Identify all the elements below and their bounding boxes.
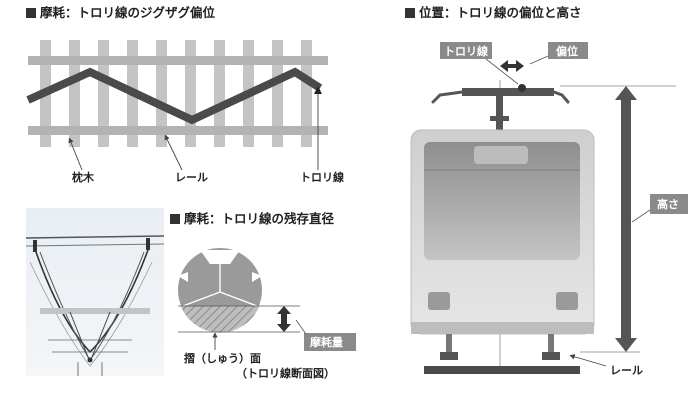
- trolley-end-marker-icon: [314, 86, 322, 94]
- heading-residual: 摩耗：トロリ線の残存直径: [170, 212, 334, 226]
- label-trolley-box: トロリ線: [444, 44, 488, 58]
- headlight-right: [556, 292, 578, 310]
- label-height-box: 高さ: [657, 197, 679, 211]
- trolley-label-box: [440, 42, 492, 59]
- leader-sleeper: [68, 137, 83, 171]
- label-rail-right: レール: [610, 364, 643, 377]
- wear-arrow-icon: [277, 306, 291, 332]
- bullet-square-icon: [170, 214, 180, 224]
- rail-bottom: [28, 126, 328, 135]
- heading-position-text: 位置：トロリ線の偏位と高さ: [419, 5, 582, 20]
- destination-sign: [474, 146, 528, 164]
- wear-amount-box: [304, 333, 356, 351]
- heading-zigzag: 摩耗：トロリ線のジグザグ偏位: [26, 6, 215, 20]
- height-arrow-icon: [615, 86, 637, 352]
- heading-zigzag-text: 摩耗：トロリ線のジグザグ偏位: [40, 5, 216, 20]
- cross-section-diagram: 摩耗量 摺（しゅう）面 （トロリ線断面図）: [178, 248, 356, 380]
- offset-arrow-icon: [500, 60, 524, 72]
- ground-rail: [424, 366, 580, 374]
- label-wear-amount: 摩耗量: [310, 335, 343, 349]
- rail-top: [28, 56, 328, 65]
- bullet-square-icon: [26, 8, 36, 18]
- headlight-left: [428, 292, 450, 310]
- label-sleeper: 枕木: [72, 170, 95, 184]
- leader-rail-left: [164, 134, 183, 171]
- heading-position: 位置：トロリ線の偏位と高さ: [405, 6, 582, 20]
- offset-label-box: [548, 42, 588, 59]
- pantograph: [431, 84, 570, 132]
- trolley-wire-zigzag: [26, 67, 323, 125]
- zigzag-diagram: 枕木 レール トロリ線: [26, 40, 344, 184]
- bullet-square-icon: [405, 8, 415, 18]
- heading-residual-text: 摩耗：トロリ線の残存直径: [184, 211, 335, 226]
- pantograph-photo: [25, 208, 165, 376]
- height-label-box: [650, 194, 688, 214]
- train-position-diagram: トロリ線 偏位 高さ レール: [410, 42, 688, 377]
- label-rail-left: レール: [175, 171, 208, 184]
- train-window: [424, 142, 580, 260]
- label-sliding-surface: 摺（しゅう）面: [184, 351, 261, 365]
- label-trolley-left: トロリ線: [300, 170, 344, 184]
- label-offset-box: 偏位: [556, 44, 578, 58]
- label-cross-section: （トロリ線断面図）: [236, 366, 335, 380]
